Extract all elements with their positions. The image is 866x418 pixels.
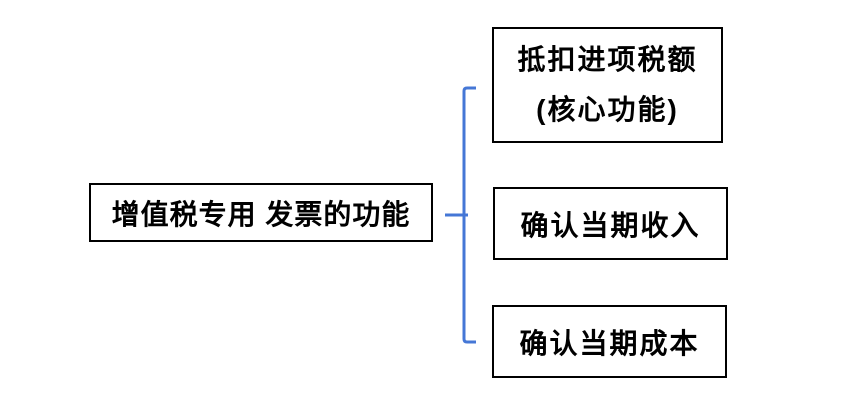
child-node-label-line: 确认当期成本 (519, 327, 700, 359)
child-node-deduct-input-tax: 抵扣进项税额 (核心功能) (492, 27, 723, 143)
root-node-label: 增值税专用 发票的功能 (111, 198, 411, 230)
child-node-confirm-revenue: 确认当期收入 (493, 187, 728, 260)
root-node: 增值税专用 发票的功能 (89, 183, 433, 242)
child-node-confirm-cost: 确认当期成本 (492, 305, 727, 378)
child-node-label-line: 确认当期收入 (520, 209, 701, 241)
child-node-label-line: (核心功能) (536, 94, 679, 125)
child-node-label-line: 抵扣进项税额 (517, 44, 698, 75)
bracket-spine-icon (462, 86, 476, 344)
